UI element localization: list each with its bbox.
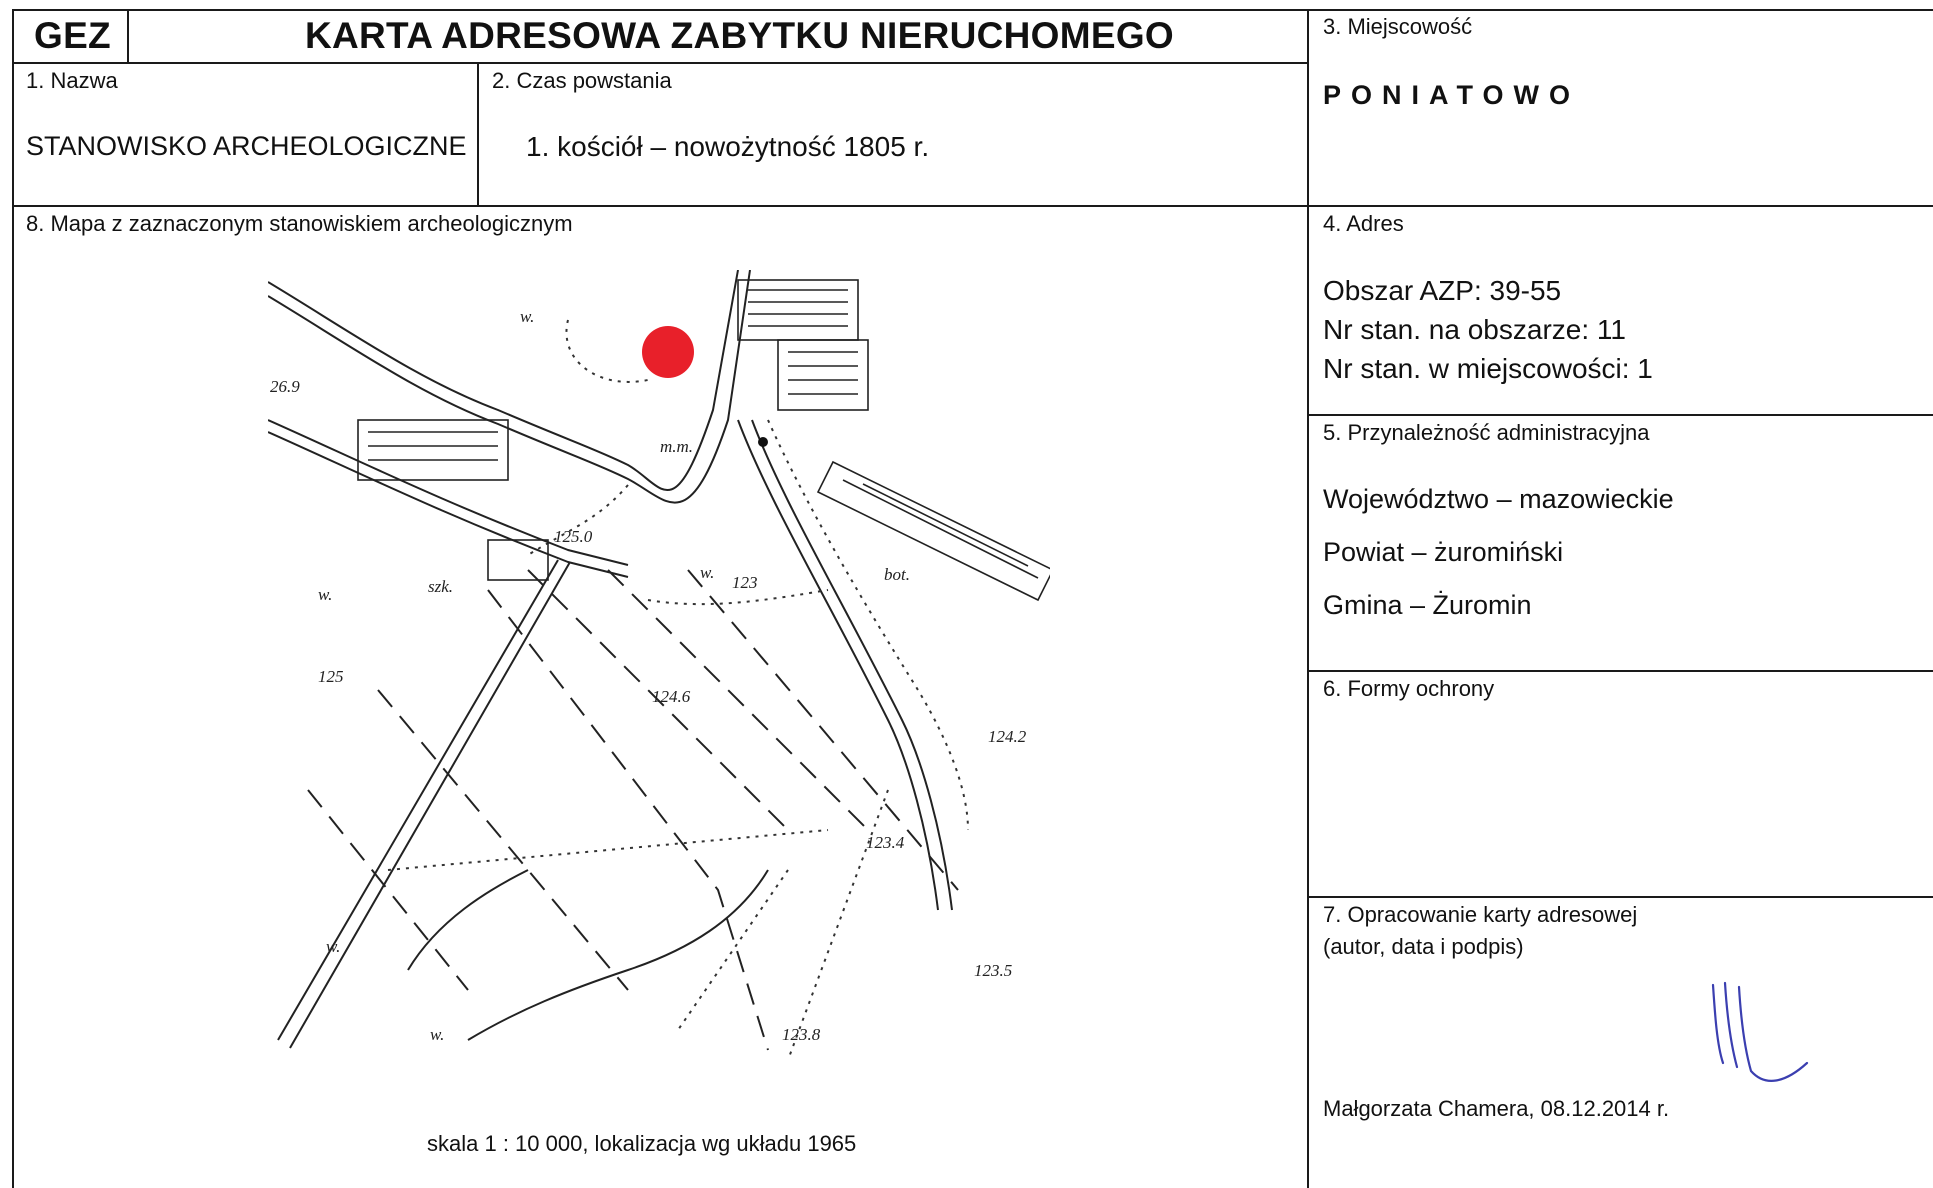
border-header-bottom <box>12 62 1309 64</box>
map-road-east-edge <box>751 419 953 911</box>
admin-commune: Gmina – Żuromin <box>1323 590 1532 620</box>
site-marker <box>642 326 694 378</box>
border-name-right <box>477 62 479 206</box>
border-address-bottom <box>1309 414 1933 416</box>
author-value: Małgorzata Chamera, 08.12.2014 r. <box>1323 1096 1670 1121</box>
border-main-divider <box>1307 9 1309 1188</box>
map-road-west-edge <box>268 431 629 578</box>
card-code: GEZ <box>34 15 111 56</box>
map-caption: skala 1 : 10 000, lokalizacja wg układu … <box>427 1131 857 1156</box>
border-row1-bottom <box>12 205 1933 207</box>
author-label-line1: 7. Opracowanie karty adresowej <box>1323 902 1638 927</box>
name-label: 1. Nazwa <box>26 68 118 93</box>
map-road-west <box>268 419 629 566</box>
map-label-mm: m.m. <box>660 437 693 456</box>
map-label-elevation-123: 123 <box>732 573 758 592</box>
border-protection-bottom <box>1309 896 1933 898</box>
map-label-elevation-125: 125 <box>318 667 344 686</box>
map-label-elevation-1246: 124.6 <box>652 687 691 706</box>
name-value: STANOWISKO ARCHEOLOGICZNE <box>26 131 467 161</box>
border-admin-bottom <box>1309 670 1933 672</box>
archaeological-map: 26.9 w. m.m. 125.0 szk. w. 123 bot. w. 1… <box>268 270 1050 1061</box>
address-line-locality-number: Nr stan. w miejscowości: 1 <box>1323 353 1653 384</box>
map-label-bot: bot. <box>884 565 910 584</box>
address-line-azp: Obszar AZP: 39-55 <box>1323 275 1562 306</box>
map-label: 8. Mapa z zaznaczonym stanowiskiem arche… <box>26 211 573 236</box>
period-value: 1. kościół – nowożytność 1805 r. <box>526 131 930 162</box>
map-label-w5: w. <box>430 1025 444 1044</box>
place-value: PONIATOWO <box>1323 80 1580 110</box>
admin-label: 5. Przynależność administracyjna <box>1323 420 1650 445</box>
map-label-w2: w. <box>318 585 332 604</box>
author-label-line2: (autor, data i podpis) <box>1323 934 1524 959</box>
address-line-area-number: Nr stan. na obszarze: 11 <box>1323 314 1626 345</box>
period-label: 2. Czas powstania <box>492 68 672 93</box>
map-creek-west <box>407 869 529 971</box>
map-label-elevation-1235: 123.5 <box>974 961 1012 980</box>
border-code-right <box>127 9 129 63</box>
border-left <box>12 9 14 1188</box>
place-label: 3. Miejscowość <box>1323 14 1473 39</box>
border-top <box>12 9 1933 11</box>
address-label: 4. Adres <box>1323 211 1404 236</box>
map-label-elevation-269: 26.9 <box>270 377 300 396</box>
signature-image <box>1711 981 1809 1082</box>
map-label-elevation-1234: 123.4 <box>866 833 905 852</box>
map-label-elevation-1250: 125.0 <box>554 527 593 546</box>
map-road-main-edge <box>268 270 751 504</box>
map-road-diagonal-edge <box>289 561 571 1049</box>
map-label-w1: w. <box>520 307 534 326</box>
map-label-szk: szk. <box>428 577 453 596</box>
map-road-diagonal <box>277 559 559 1041</box>
map-label-elevation-1238: 123.8 <box>782 1025 821 1044</box>
card-title: KARTA ADRESOWA ZABYTKU NIERUCHOMEGO <box>305 15 1175 56</box>
map-label-elevation-1242: 124.2 <box>988 727 1027 746</box>
map-creek-south <box>467 869 769 1041</box>
map-label-w3: w. <box>700 563 714 582</box>
map-road-east <box>737 419 939 911</box>
protection-label: 6. Formy ochrony <box>1323 676 1495 701</box>
admin-voivodeship: Województwo – mazowieckie <box>1323 484 1674 514</box>
map-label-w4: w. <box>326 937 340 956</box>
map-road-main <box>268 270 739 492</box>
admin-county: Powiat – żuromiński <box>1323 537 1564 567</box>
